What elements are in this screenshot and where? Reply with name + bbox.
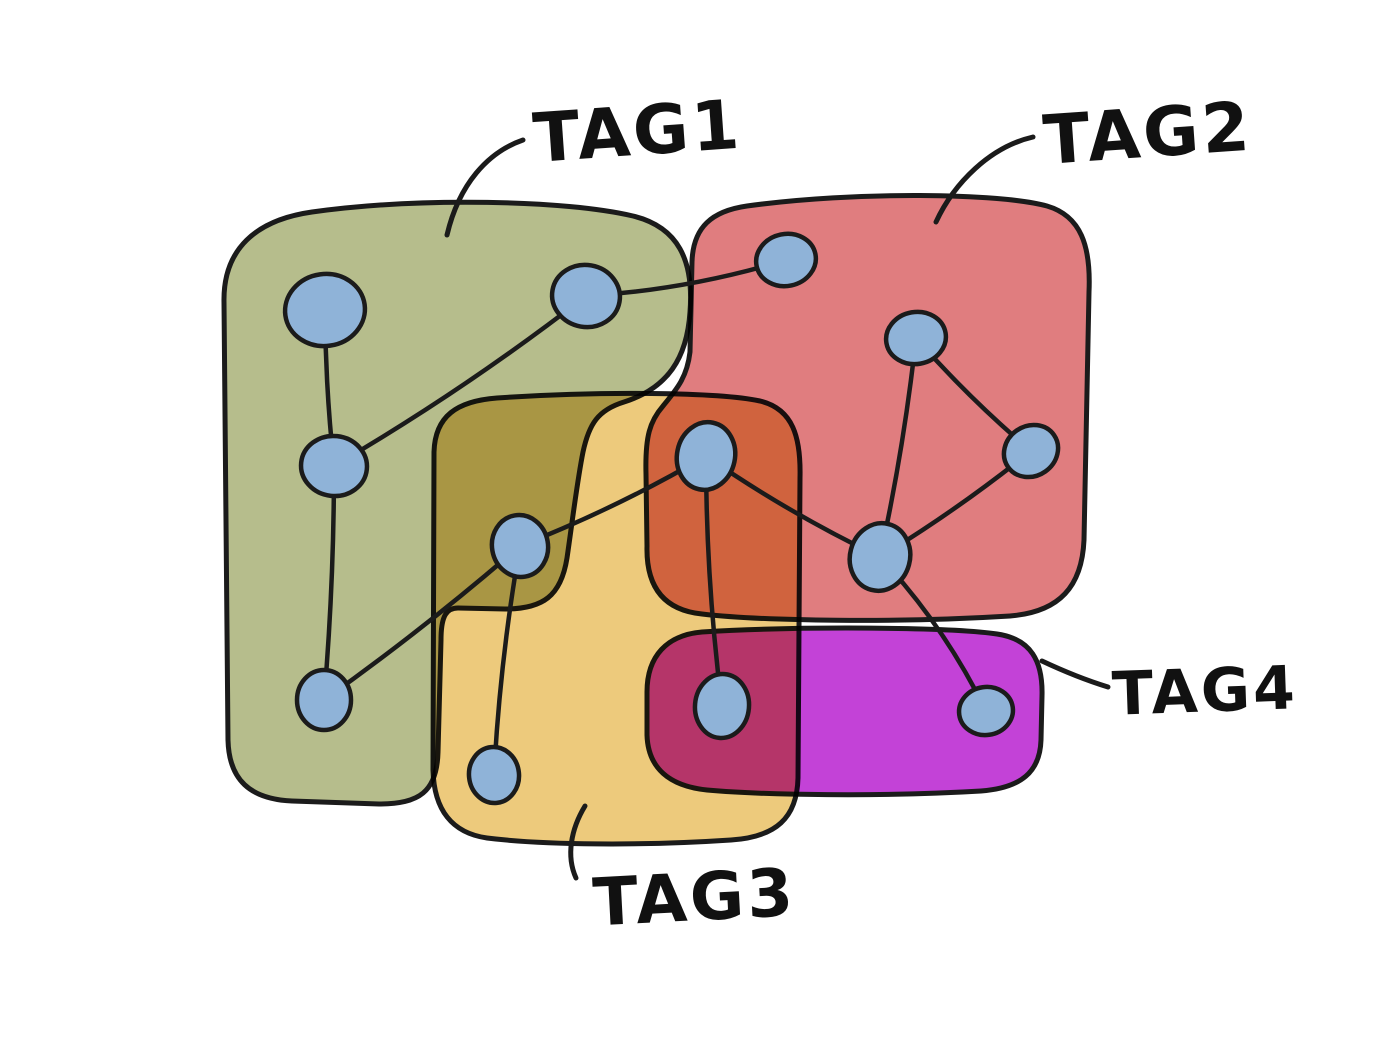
graph-node-n1 xyxy=(282,271,368,349)
tag3-leader-line xyxy=(568,803,588,881)
graph-node-n11 xyxy=(466,744,522,806)
tag3-label: TAG3 xyxy=(591,854,798,942)
tag2-leader-line xyxy=(933,134,1036,225)
graph-node-n8 xyxy=(294,667,354,733)
tag4-leader-line xyxy=(1039,658,1111,690)
tag1-label: TAG1 xyxy=(531,86,745,179)
tag4-region xyxy=(644,625,1045,798)
graph-node-n7 xyxy=(298,433,370,499)
tag-labels: TAG1 TAG2 TAG3 TAG4 xyxy=(444,86,1299,942)
graph-node-n3 xyxy=(753,231,819,289)
tag4-label: TAG4 xyxy=(1111,653,1299,729)
tag2-label: TAG2 xyxy=(1041,88,1255,181)
graph-node-n4 xyxy=(883,309,949,367)
graph-node-n2 xyxy=(549,262,623,330)
graph-nodes xyxy=(282,231,1061,806)
tag1-leader-line xyxy=(444,137,526,238)
graph-node-n5 xyxy=(1001,422,1061,480)
graph-node-n10 xyxy=(674,419,738,493)
graph-node-n6 xyxy=(847,521,913,593)
graph-node-n13 xyxy=(956,684,1016,738)
graph-node-n12 xyxy=(692,671,752,741)
graph-edge-n2-n7 xyxy=(331,293,589,469)
graph-node-n9 xyxy=(489,512,551,580)
graph-edge-n8-n9 xyxy=(321,543,523,703)
